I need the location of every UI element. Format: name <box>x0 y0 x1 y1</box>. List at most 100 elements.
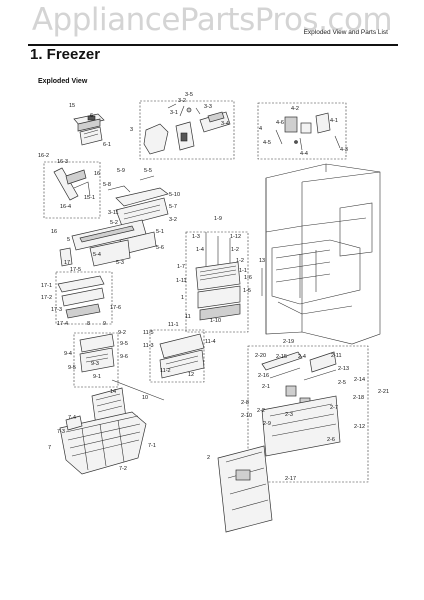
title-rule <box>28 44 398 46</box>
part-group-5 <box>59 175 169 267</box>
part-callout: 17-6 <box>110 305 121 311</box>
part-group-16 <box>43 161 101 219</box>
part-callout: 5-8 <box>103 182 111 188</box>
part-callout: 2-15 <box>276 354 287 360</box>
part-callout: 3-2 <box>178 98 186 104</box>
part-callout: 6-1 <box>103 142 111 148</box>
part-callout: 16-2 <box>38 153 49 159</box>
part-callout: 9-4 <box>64 351 72 357</box>
part-callout: 17-1 <box>41 283 52 289</box>
part-callout: 4-6 <box>276 120 284 126</box>
part-callout: 4 <box>259 126 262 132</box>
part-callout: 17-2 <box>41 295 52 301</box>
part-callout: 4-4 <box>300 151 308 157</box>
refrigerator-cabinet <box>265 163 381 345</box>
part-callout: 2-14 <box>354 377 365 383</box>
part-callout: 5-1 <box>156 229 164 235</box>
part-callout: 4-3 <box>340 147 348 153</box>
part-callout: 4-2 <box>291 106 299 112</box>
part-group-1 <box>185 231 263 333</box>
part-callout: 12 <box>188 372 194 378</box>
part-callout: 1-11 <box>176 278 187 284</box>
part-callout: 9-5 <box>120 341 128 347</box>
part-callout: 7-4 <box>68 415 76 421</box>
part-callout: 1-9 <box>214 216 222 222</box>
part-callout: 13 <box>259 258 265 264</box>
part-callout: 2-6 <box>327 437 335 443</box>
part-callout: 5-7 <box>169 204 177 210</box>
part-callout: 3-2 <box>169 217 177 223</box>
part-callout: 9-2 <box>118 330 126 336</box>
part-callout: 17-5 <box>70 267 81 273</box>
part-callout: 8 <box>87 321 90 327</box>
part-callout: 1-4 <box>196 247 204 253</box>
part-callout: 1-12 <box>230 234 241 240</box>
part-callout: 1 <box>181 295 184 301</box>
part-10-rod <box>111 379 165 401</box>
part-callout: 2-11 <box>331 353 342 359</box>
section-title: Exploded View <box>38 78 88 85</box>
part-callout: 1-5 <box>243 288 251 294</box>
part-group-9 <box>73 332 119 388</box>
part-callout: 9-6 <box>120 354 128 360</box>
part-callout: 16-3 <box>57 159 68 165</box>
part-group-17 <box>55 271 113 325</box>
part-callout: 5-4 <box>93 252 101 258</box>
header-section-label: Exploded View and Parts List <box>303 29 388 36</box>
page-title: 1. Freezer <box>30 46 101 63</box>
part-callout: 2-18 <box>353 395 364 401</box>
part-callout: 2-19 <box>283 339 294 345</box>
part-callout: 9-5 <box>68 365 76 371</box>
part-callout: 3-3 <box>204 104 212 110</box>
part-callout: 15-1 <box>84 195 95 201</box>
part-group-3 <box>139 100 235 160</box>
part-callout: 17 <box>64 260 70 266</box>
part-callout: 9-3 <box>91 361 99 367</box>
part-callout: 16 <box>94 171 100 177</box>
part-callout: 7-2 <box>119 466 127 472</box>
part-callout: 1-7 <box>177 264 185 270</box>
part-callout: 7 <box>48 445 51 451</box>
part-callout: 14 <box>110 389 116 395</box>
part-callout: 2-16 <box>258 373 269 379</box>
part-callout: 5-5 <box>144 168 152 174</box>
part-callout: 11 <box>185 314 191 320</box>
part-callout: 5-2 <box>110 220 118 226</box>
part-callout: 1-10 <box>210 318 221 324</box>
part-callout: 2-5 <box>338 380 346 386</box>
part-callout: 11-3 <box>143 343 154 349</box>
part-callout: 5 <box>67 237 70 243</box>
part-callout: 2-2 <box>257 408 265 414</box>
part-callout: 3-4 <box>221 121 229 127</box>
part-callout: 10 <box>142 395 148 401</box>
part-callout: 3-1 <box>170 110 178 116</box>
part-group-15-6 <box>73 113 105 146</box>
part-callout: 6 <box>90 113 93 119</box>
part-callout: 2 <box>207 455 210 461</box>
part-callout: 2-17 <box>285 476 296 482</box>
part-group-2 <box>217 345 369 533</box>
part-callout: 3-5 <box>185 92 193 98</box>
part-callout: 2-21 <box>378 389 389 395</box>
part-callout: 7-3 <box>57 429 65 435</box>
part-callout: 4-5 <box>263 140 271 146</box>
part-callout: 1-6 <box>244 275 252 281</box>
part-callout: 11-1 <box>168 322 179 328</box>
part-callout: 11-4 <box>205 339 216 345</box>
part-callout: 7-1 <box>148 443 156 449</box>
part-callout: 17-4 <box>57 321 68 327</box>
part-callout: 17-3 <box>51 307 62 313</box>
part-callout: 9 <box>103 321 106 327</box>
part-group-7 <box>59 387 147 475</box>
part-callout: 5-9 <box>117 168 125 174</box>
part-callout: 11-2 <box>160 368 171 374</box>
part-callout: 4-1 <box>330 118 338 124</box>
part-callout: 15 <box>69 103 75 109</box>
part-callout: 11-5 <box>143 330 154 336</box>
part-callout: 9-1 <box>93 374 101 380</box>
part-callout: 5-6 <box>156 245 164 251</box>
part-group-4 <box>257 102 347 160</box>
